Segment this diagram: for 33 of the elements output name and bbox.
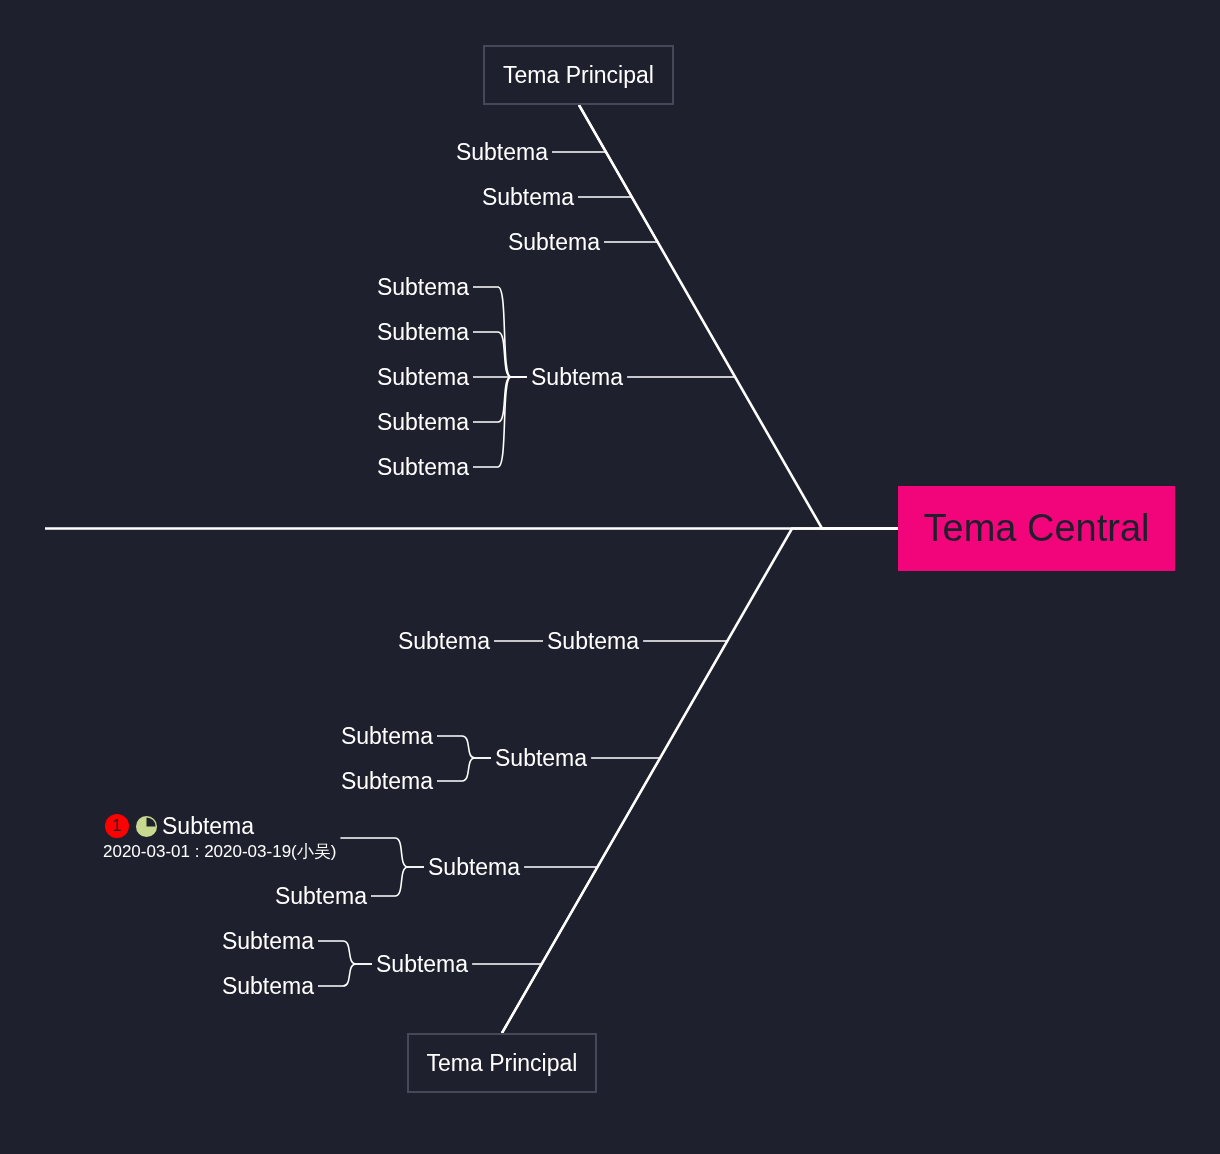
- subtopic-label: Subtema: [372, 409, 473, 435]
- subtopic-label: Subtema: [270, 883, 371, 909]
- brace-connector: [317, 963, 373, 987]
- subtopic-label: Subtema: [451, 139, 552, 165]
- brace-connector: [370, 866, 425, 897]
- priority-marker: 1: [105, 814, 129, 838]
- subtopic-label: Subtema: [527, 364, 628, 390]
- subtopic-label: Subtema: [217, 928, 318, 954]
- subtopic-label: Subtema: [491, 745, 592, 771]
- main-topic-box: Tema Principal: [407, 1033, 597, 1093]
- date-range: 2020-03-01 : 2020-03-19(小吴): [103, 841, 337, 863]
- branch-line: [471, 963, 544, 1034]
- subtopic-label: Subtema: [477, 184, 578, 210]
- connector-line: [493, 640, 544, 642]
- brace-connector: [436, 757, 492, 782]
- subtopic-label: Subtema: [393, 628, 494, 654]
- subtopic-label: Subtema: [372, 951, 473, 977]
- main-topic-box: Tema Principal: [483, 45, 674, 105]
- subtopic-label: Subtema: [503, 229, 604, 255]
- subtopic-label: Subtema: [372, 364, 473, 390]
- branch-line: [578, 104, 737, 378]
- subtopic-label: Subtema: [424, 854, 525, 880]
- subtopic-label: Subtema: [372, 454, 473, 480]
- bone-line: [500, 527, 898, 1034]
- subtopic-label: Subtema: [543, 628, 644, 654]
- subtopic-label: Subtema: [372, 319, 473, 345]
- subtopic-label: Subtema: [336, 723, 437, 749]
- brace-connector: [472, 376, 528, 468]
- subtopic-label: Subtema: [372, 274, 473, 300]
- subtopic-label: Subtema: [217, 973, 318, 999]
- subtopic-label: Subtema: [336, 768, 437, 794]
- subtopic-label: Subtema: [162, 812, 255, 840]
- central-topic-box: Tema Central: [898, 486, 1175, 571]
